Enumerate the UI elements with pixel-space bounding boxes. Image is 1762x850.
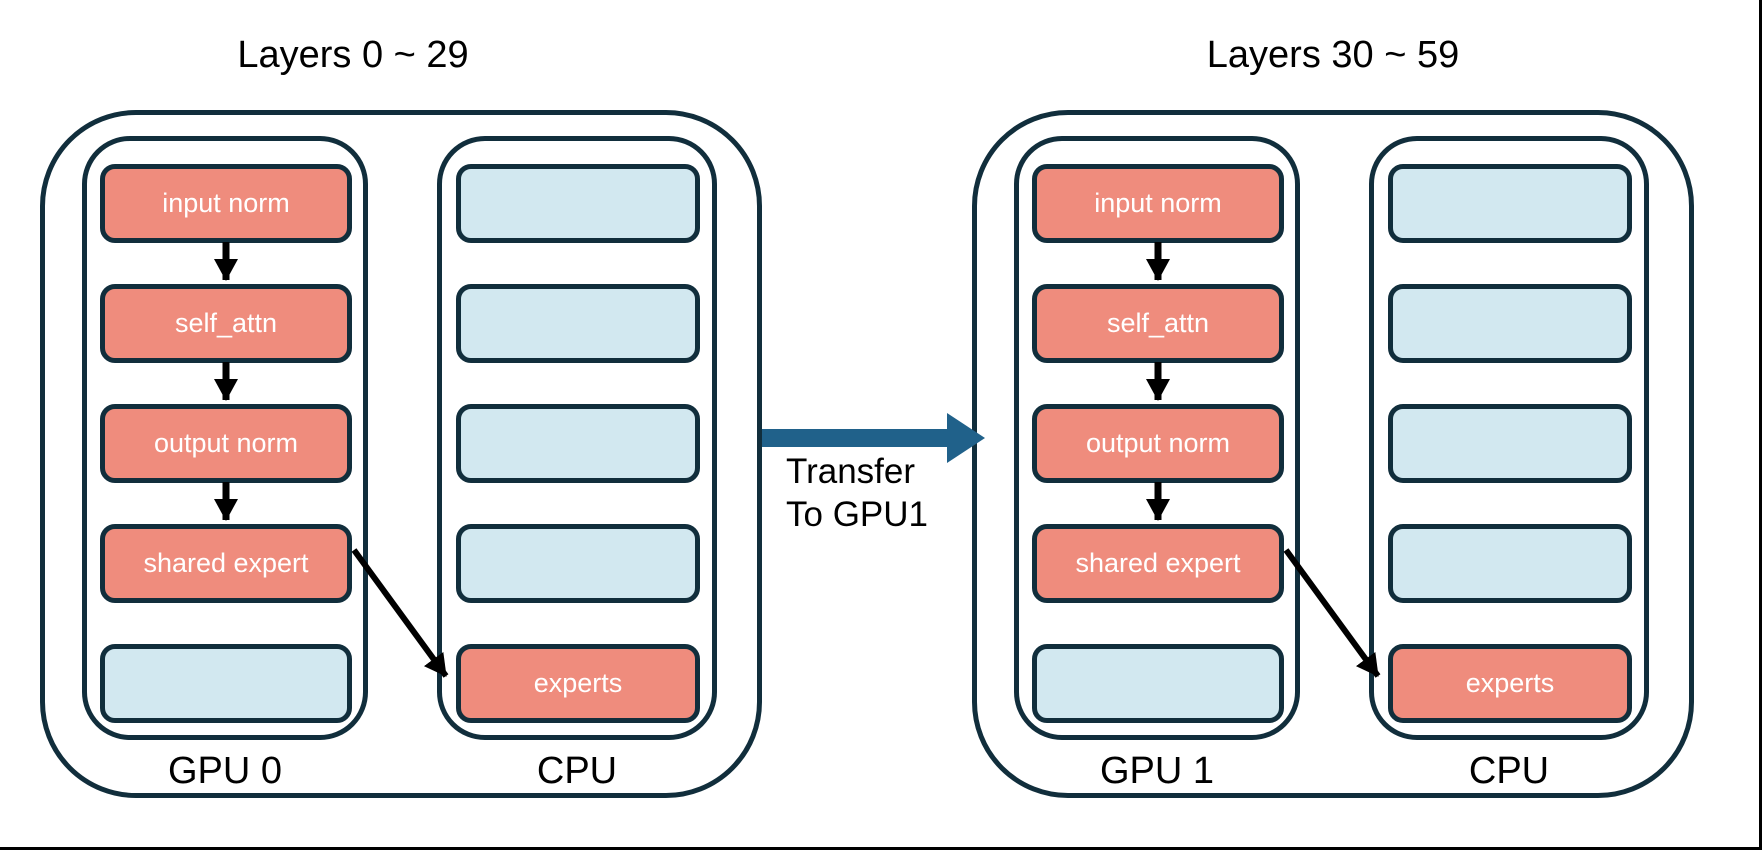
output-norm-box: output norm bbox=[1032, 404, 1284, 483]
empty-slot-box bbox=[456, 524, 700, 603]
empty-slot-box bbox=[456, 164, 700, 243]
shared-expert-box: shared expert bbox=[100, 524, 352, 603]
input-norm-box: input norm bbox=[100, 164, 352, 243]
transfer-label-line2: To GPU1 bbox=[786, 495, 928, 534]
empty-slot-box bbox=[1388, 284, 1632, 363]
experts-box: experts bbox=[456, 644, 700, 723]
transfer-label: Transfer To GPU1 bbox=[786, 450, 1006, 536]
empty-slot-box bbox=[1388, 404, 1632, 483]
group-title: Layers 30 ~ 59 bbox=[1206, 34, 1460, 76]
empty-slot-box bbox=[100, 644, 352, 723]
empty-slot-box bbox=[1032, 644, 1284, 723]
self-attn-box: self_attn bbox=[1032, 284, 1284, 363]
experts-box: experts bbox=[1388, 644, 1632, 723]
input-norm-box: input norm bbox=[1032, 164, 1284, 243]
group-title: Layers 0 ~ 29 bbox=[237, 34, 469, 76]
slide-right-edge bbox=[1759, 0, 1762, 850]
transfer-label-line1: Transfer bbox=[786, 452, 916, 491]
empty-slot-box bbox=[1388, 164, 1632, 243]
cpu-label: CPU bbox=[1468, 750, 1550, 792]
empty-slot-box bbox=[456, 284, 700, 363]
cpu-label: CPU bbox=[536, 750, 618, 792]
output-norm-box: output norm bbox=[100, 404, 352, 483]
slide-bottom-edge bbox=[0, 847, 1762, 850]
layer-group-0-29: Layers 0 ~ 29 input norm self_attn outpu… bbox=[40, 0, 762, 810]
gpu1-label: GPU 1 bbox=[1099, 750, 1215, 792]
self-attn-box: self_attn bbox=[100, 284, 352, 363]
empty-slot-box bbox=[456, 404, 700, 483]
empty-slot-box bbox=[1388, 524, 1632, 603]
gpu0-label: GPU 0 bbox=[167, 750, 283, 792]
layer-group-30-59: Layers 30 ~ 59 input norm self_attn outp… bbox=[972, 0, 1694, 810]
shared-expert-box: shared expert bbox=[1032, 524, 1284, 603]
